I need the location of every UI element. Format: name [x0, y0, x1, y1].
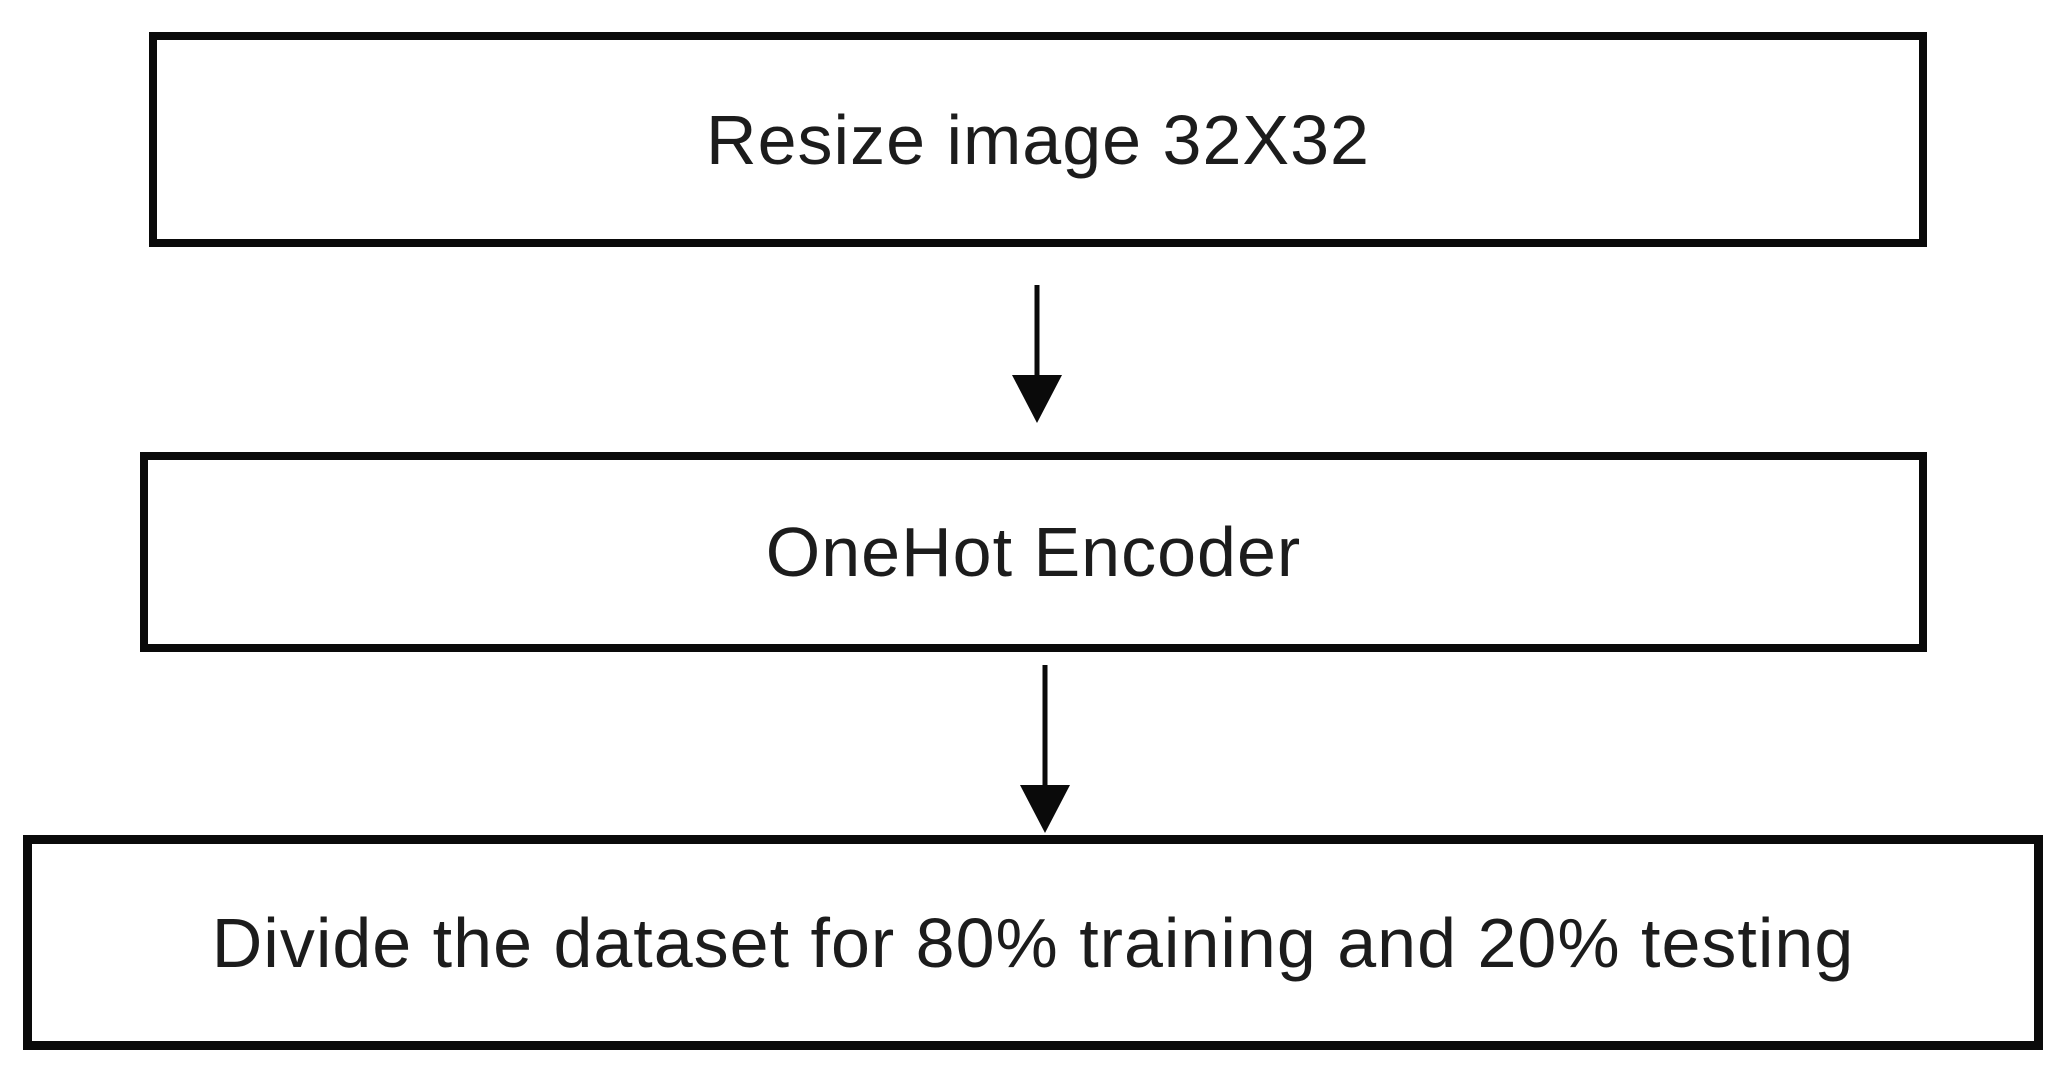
flow-node-onehot-encoder-label: OneHot Encoder [765, 513, 1302, 591]
down-arrow-icon [1020, 665, 1070, 833]
flow-node-divide-dataset: Divide the dataset for 80% training and … [23, 835, 2043, 1050]
flow-node-resize-image: Resize image 32X32 [149, 32, 1927, 247]
down-arrow-icon [1012, 285, 1062, 423]
flow-node-resize-image-label: Resize image 32X32 [706, 100, 1370, 179]
flow-node-onehot-encoder: OneHot Encoder [140, 452, 1927, 652]
flow-node-divide-dataset-label: Divide the dataset for 80% training and … [211, 903, 1855, 982]
